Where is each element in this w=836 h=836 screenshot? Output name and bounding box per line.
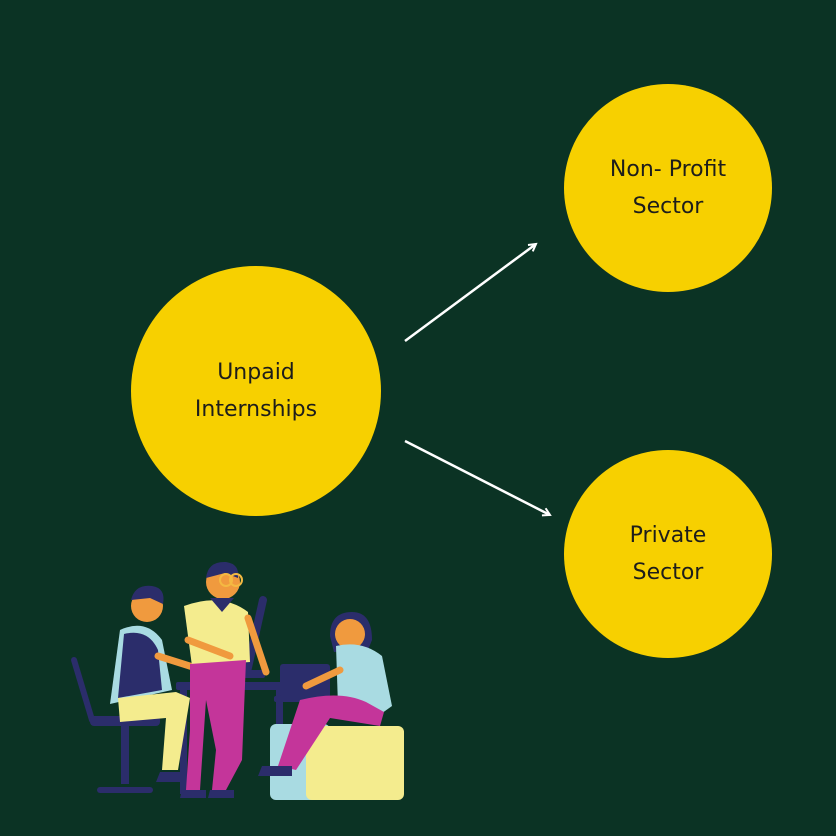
node-non-profit-sector: Non- Profit Sector: [564, 84, 772, 292]
node-private-sector: Private Sector: [564, 450, 772, 658]
standing-man-figure: [180, 561, 270, 798]
node-unpaid-internships: Unpaid Internships: [131, 266, 381, 516]
seated-man-figure: [110, 585, 200, 782]
arrow-to-private: [404, 439, 550, 515]
arrow-to-non-profit: [404, 244, 536, 343]
node-label: Private Sector: [629, 523, 707, 585]
node-label: Unpaid Internships: [194, 360, 318, 422]
node-label: Non- Profit Sector: [609, 157, 727, 219]
seated-woman-figure: [258, 612, 392, 776]
